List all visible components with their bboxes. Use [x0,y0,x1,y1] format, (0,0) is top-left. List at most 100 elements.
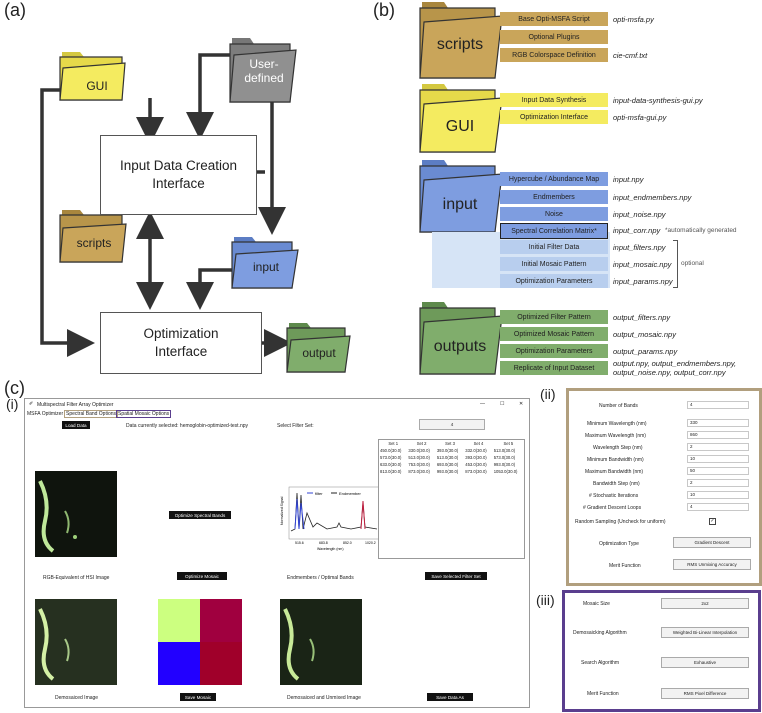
load-data-button[interactable]: Load Data [62,421,90,429]
table-row[interactable]: 813.0(30.0) 873.0(30.0) 993.0(30.0) 873.… [379,468,524,475]
user-defined-folder-label: User- defined [244,57,284,85]
table-cell: 332.0(30.0) [465,448,487,453]
demosaiced-unmixed-label: Demosaiced and Unmixed Image [287,695,361,701]
table-row[interactable]: 450.0(30.0) 330.0(30.0) 393.0(30.0) 332.… [379,447,524,454]
table-cell: 753.0(30.0) [408,462,430,467]
gui-tag-0: Input Data Synthesis [500,93,608,107]
panel-a-label: (a) [4,0,26,20]
outputs-big-folder-icon [419,302,503,375]
endmembers-label: Endmembers / Optimal Bands [287,575,354,581]
optional-brace [673,240,678,288]
mosaic-cell-3 [200,642,242,685]
plot-xlabel: Wavelength (nm) [317,547,344,551]
app-icon: ✐ [29,401,34,407]
legend-filter: filter [315,491,323,496]
tab-spectral-band-options[interactable]: Spectral Band Options [64,410,119,418]
tab-msfa-optimizer[interactable]: MSFA Optimizer [27,411,64,417]
xtick-0: 515.6 [295,541,304,545]
min-wavelength-input[interactable]: 330 [687,419,749,427]
mosaic-cell-1 [200,599,242,642]
max-bandwidth-input[interactable]: 50 [687,467,749,475]
input-folder-label: input [252,260,280,274]
output-tag-3: Replicate of Input Dataset [500,361,608,375]
optional-tag-1: Initial Mosaic Pattern [500,257,608,271]
output-folder-label: output [302,346,336,360]
optimization-type-dropdown[interactable]: Gradient Descent [673,537,751,548]
unmixed-image-content [283,608,315,681]
save-data-as-button[interactable]: Save Data As [427,693,473,701]
close-button[interactable]: ✕ [519,401,524,407]
maximize-button[interactable]: ☐ [500,401,505,407]
table-cell: 1053.0(30.0) [493,469,518,474]
table-cell: 873.0(30.0) [465,469,487,474]
panel-c-label: (c) [4,378,25,398]
mosaic-merit-function-dropdown[interactable]: RMS Pixel Difference [661,688,749,699]
table-cell: 453.0(30.0) [465,462,487,467]
table-row[interactable]: 573.0(30.0) 513.0(30.0) 513.0(30.0) 393.… [379,454,524,461]
output-file-1: output_mosaic.npy [613,330,676,339]
table-cell: 993.0(30.0) [493,462,516,467]
output-file-0: output_filters.npy [613,313,671,322]
random-sampling-label: Random Sampling (Uncheck for uniform) [575,519,666,525]
demosaiced-image-content [38,608,70,681]
mosaic-merit-function-label: Merit Function [587,691,619,697]
save-filter-set-button[interactable]: Save Selected Filter Set [425,572,487,580]
sub-ii-label: (ii) [540,386,556,402]
sub-i-label: (i) [6,396,19,412]
input-tag-3: Spectral Correlation Matrix* [500,223,608,239]
form-label-max-wavelength: Maximum Wavelength (nm) [585,433,646,439]
table-cell: 393.0(30.0) [436,448,459,453]
demosaiced-image [35,599,117,685]
optimize-mosaic-button[interactable]: Optimize Mosaic [177,572,227,580]
stochastic-iterations-input[interactable]: 10 [687,491,749,499]
table-header: Set 3 [445,441,455,446]
mosaic-size-dropdown[interactable]: 2x2 [661,598,749,609]
max-wavelength-input[interactable]: 860 [687,431,749,439]
optimize-spectral-bands-button[interactable]: Optimize Spectral Bands [169,511,231,519]
demosaiced-unmixed-image [280,599,362,685]
tab-spatial-mosaic-options[interactable]: Spatial Mosaic Options [116,410,172,418]
table-cell: 393.0(30.0) [465,455,487,460]
rgb-equivalent-label: RGB-Equivalent of HSI Image [43,575,110,581]
xtick-3: 1020.2 [365,541,376,545]
select-filter-set-label: Select Filter Set: [277,423,314,429]
random-sampling-checkbox[interactable]: ✓ [709,518,716,525]
form-label-num-bands: Number of Bands [599,403,638,409]
form-label-gradient-loops: # Gradient Descent Loops [583,505,642,511]
demosaicking-algorithm-dropdown[interactable]: Weighted Bi-Linear Interpolation [661,627,749,638]
output-file-2: output_params.npy [613,347,678,356]
panel-b-label: (b) [373,0,395,20]
rgb-image-content [38,480,77,553]
gradient-loops-input[interactable]: 4 [687,503,749,511]
table-row[interactable]: 633.0(30.0) 753.0(30.0) 693.0(30.0) 453.… [379,461,524,468]
scripts-tag-2: RGB Colorspace Definition [500,48,608,62]
filter-set-dropdown[interactable]: 4 [419,419,485,430]
sub-iii-label: (iii) [536,592,555,608]
bandwidth-step-input[interactable]: 2 [687,479,749,487]
form-label-min-bandwidth: Minimum Bandwidth (nm) [587,457,644,463]
form-label-max-bandwidth: Maximum Bandwidth (nm) [585,469,644,475]
table-header: Set 4 [473,441,484,446]
optional-tag-2: Optimization Parameters [500,274,608,288]
wavelength-step-input[interactable]: 2 [687,443,749,451]
endmember-plot: filter Endmember Normalized Signal 515.6… [280,486,380,551]
table-cell: 873.0(30.0) [408,469,430,474]
optimizer-window: ✐ Multispectral Filter Array Optimizer —… [24,398,530,708]
table-cell: 573.0(30.0) [493,455,516,460]
num-bands-input[interactable]: 4 [687,401,749,409]
rgb-equivalent-image [35,471,117,557]
input-big-folder-icon [419,160,503,233]
merit-function-dropdown[interactable]: RMS Unmixing Accuracy [673,559,751,570]
output-tag-0: Optimized Filter Pattern [500,310,608,324]
search-algorithm-dropdown[interactable]: Exhaustive [661,657,749,668]
gui-tag-1: Optimization Interface [500,110,608,124]
input-file-0: input.npy [613,175,644,184]
min-bandwidth-input[interactable]: 10 [687,455,749,463]
table-header: Set 5 [503,441,514,446]
save-mosaic-button[interactable]: Save Mosaic [180,693,216,701]
optional-tag-0: Initial Filter Data [500,240,608,254]
form-label-bandwidth-step: Bandwidth Step (nm) [593,481,640,487]
mosaic-pattern [158,599,242,685]
minimize-button[interactable]: — [480,401,485,407]
table-cell: 633.0(30.0) [380,462,402,467]
